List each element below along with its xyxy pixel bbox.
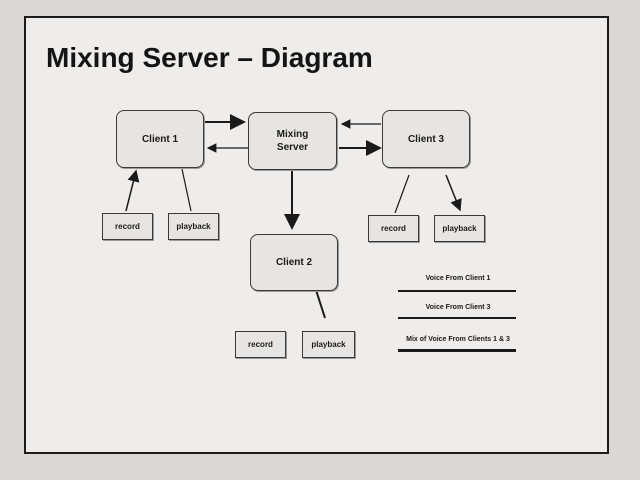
line-client2-playback xyxy=(315,289,326,319)
line-client1-playback xyxy=(181,168,192,212)
client1-node: Client 1 xyxy=(116,110,204,168)
slide-title: Mixing Server – Diagram xyxy=(46,42,373,73)
legend-line-client3 xyxy=(398,317,516,319)
client1-playback-box: playback xyxy=(168,213,219,240)
legend-label-mix: Mix of Voice From Clients 1 & 3 xyxy=(406,336,510,343)
client3-playback-box: playback xyxy=(434,215,485,242)
line-client3-record xyxy=(394,174,410,214)
legend-line-mix xyxy=(398,349,516,352)
mixing-server-label: Mixing Server xyxy=(276,129,309,153)
client2-node: Client 2 xyxy=(250,234,338,291)
client1-record-box: record xyxy=(102,213,153,240)
mixing-server-node: Mixing Server xyxy=(248,112,337,170)
client2-record-box: record xyxy=(235,331,286,358)
slide: Mixing Server – Diagram Client 1 Mix xyxy=(24,16,609,454)
client3-node: Client 3 xyxy=(382,110,470,168)
arrow-client3-to-playback xyxy=(445,174,462,212)
legend-line-client1 xyxy=(398,290,516,292)
client3-record-box: record xyxy=(368,215,419,242)
client1-label: Client 1 xyxy=(141,133,179,145)
legend-label-client3: Voice From Client 3 xyxy=(425,304,491,311)
arrow-record-to-client1 xyxy=(125,169,140,212)
client2-playback-box: playback xyxy=(302,331,355,358)
client3-label: Client 3 xyxy=(407,133,445,145)
client2-label: Client 2 xyxy=(275,257,313,268)
legend-label-client1: Voice From Client 1 xyxy=(425,275,491,282)
